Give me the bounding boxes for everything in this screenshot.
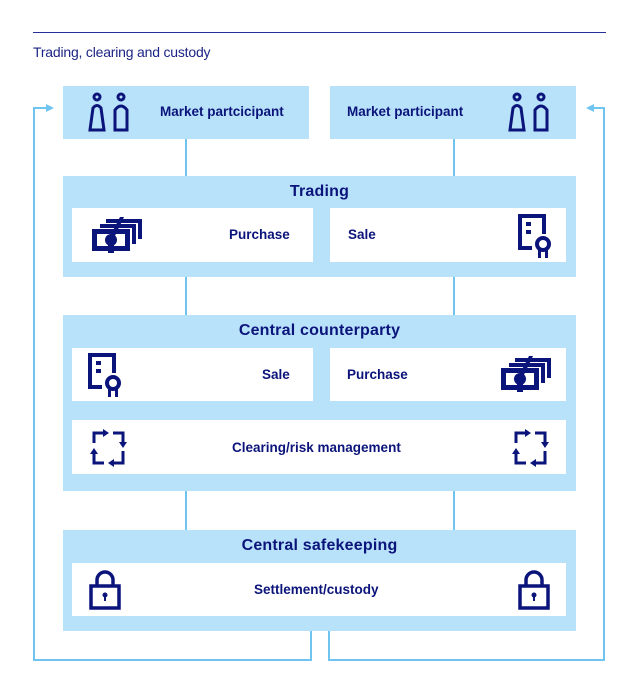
people-icon [88,92,129,132]
ccp-clearing-box: Clearing/risk management [72,420,566,474]
market-participant-left-box: Market partcicipant [63,86,309,139]
trading-box: Trading Purchase Sale [63,176,576,277]
ccp-sale-label: Sale [262,367,290,382]
ccp-box: Central counterparty Sale Purchase [63,315,576,491]
cycle-arrows-icon [512,429,549,467]
cycle-arrows-icon [90,429,127,467]
trading-purchase-box: Purchase [72,208,313,262]
trading-title: Trading [289,183,350,200]
trading-sale-label: Sale [348,227,376,242]
ccp-purchase-label: Purchase [347,367,408,382]
ccp-title: Central counterparty [238,322,401,339]
money-icon [92,217,142,253]
lock-icon [518,570,550,610]
ccp-clearing-label: Clearing/risk management [232,440,401,455]
safekeeping-settlement-box: Settlement/custody [72,563,566,616]
trading-purchase-label: Purchase [229,227,290,242]
ccp-sale-box: Sale [72,348,313,401]
safekeeping-box: Central safekeeping Settlement/custody [63,530,576,631]
market-participant-right-label: Market participant [347,104,464,119]
trading-sale-box: Sale [330,208,566,262]
certificate-icon [518,214,551,258]
certificate-icon [88,353,121,397]
ccp-purchase-box: Purchase [330,348,566,401]
people-icon [508,92,549,132]
lock-icon [89,570,121,610]
market-participant-right-box: Market participant [330,86,576,139]
market-participant-left-label: Market partcicipant [160,104,284,119]
diagram-caption: Trading, clearing and custody [33,44,211,60]
safekeeping-title: Central safekeeping [241,537,398,554]
money-icon [501,356,551,392]
top-rule [33,32,606,33]
safekeeping-settlement-label: Settlement/custody [254,582,379,597]
